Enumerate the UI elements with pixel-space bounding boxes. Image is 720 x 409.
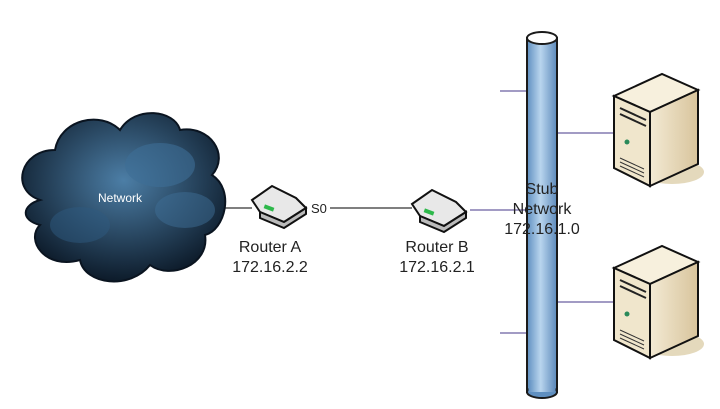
stub-network-bus-icon xyxy=(526,31,558,399)
router-a-name: Router A xyxy=(238,239,302,256)
stub-ip: 172.16.1.0 xyxy=(504,221,580,238)
router-b-label: Router B 172.16.2.1 xyxy=(387,238,487,278)
router-a-label: Router A 172.16.2.2 xyxy=(220,238,320,278)
cloud-label: Network xyxy=(98,191,143,205)
stub-line1: Stub xyxy=(525,181,559,198)
router-a-icon xyxy=(250,184,308,230)
router-b-name: Router B xyxy=(405,239,469,256)
stub-line2: Network xyxy=(512,201,572,218)
router-a-ip: 172.16.2.2 xyxy=(232,259,308,276)
network-cloud-icon xyxy=(21,112,227,283)
stub-network-label: Stub Network 172.16.1.0 xyxy=(492,180,592,240)
router-b-icon xyxy=(410,188,468,234)
server-icon xyxy=(611,72,704,188)
server-icon xyxy=(611,244,704,360)
links xyxy=(222,90,616,334)
interface-label: S0 xyxy=(311,201,327,216)
router-b-ip: 172.16.2.1 xyxy=(399,259,475,276)
